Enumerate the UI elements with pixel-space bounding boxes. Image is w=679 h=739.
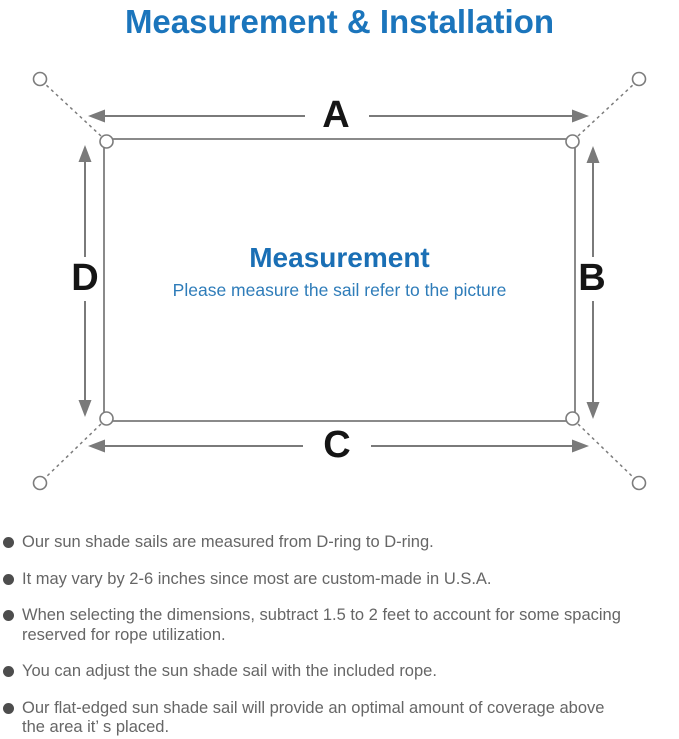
arrowhead-left-icon [88, 439, 105, 453]
bullet-icon [3, 537, 14, 548]
bullet-text: Our sun shade sails are measured from D-… [22, 533, 434, 551]
sail-outline [103, 138, 576, 422]
list-item: It may vary by 2-6 inches since most are… [3, 570, 676, 590]
dimension-label-a: A [322, 94, 350, 137]
d-ring-icon-bottom-left [99, 411, 114, 426]
arrowhead-right-icon [572, 439, 589, 453]
rope-line-top-right [577, 82, 636, 137]
list-item: You can adjust the sun shade sail with t… [3, 662, 676, 682]
arrowhead-right-icon [572, 109, 589, 123]
rope-line-top-left [43, 82, 102, 137]
dimension-arrow-d [78, 145, 92, 417]
anchor-point-icon-top-left [32, 71, 48, 87]
bullet-icon [3, 573, 14, 585]
arrowhead-left-icon [88, 109, 105, 123]
anchor-point-icon-top-right [631, 71, 647, 87]
d-rings [99, 134, 580, 426]
rope-dashed-lines [43, 82, 636, 480]
d-ring-icon-bottom-right [565, 411, 580, 426]
list-item: Our flat-edged sun shade sail will provi… [3, 699, 676, 738]
anchor-point-icon-bottom-right [631, 475, 647, 491]
bullet-icon [3, 666, 14, 677]
dimension-label-c: C [323, 424, 351, 467]
list-item: Our sun shade sails are measured from D-… [3, 533, 676, 553]
anchor-points [32, 71, 647, 491]
notes-list: Our sun shade sails are measured from D-… [3, 533, 676, 739]
diagram-center-text: Measurement Please measure the sail refe… [104, 242, 575, 301]
sail-diagram-graphics [32, 71, 647, 491]
anchor-point-icon-bottom-left [32, 475, 48, 491]
bullet-icon [3, 702, 14, 714]
arrowhead-up-icon [78, 145, 92, 162]
page-title: Measurement & Installation [124, 3, 555, 40]
bullet-text: It may vary by 2-6 inches since most are… [22, 569, 492, 588]
d-ring-icon-top-right [565, 134, 580, 149]
arrowhead-down-icon [78, 400, 92, 417]
d-ring-icon-top-left [99, 134, 114, 149]
sail-measurement-diagram: A B C D Measurement Please measure the s… [32, 71, 647, 491]
dimension-arrow-c [88, 439, 589, 453]
bullet-text: When selecting the dimensions, subtract … [22, 606, 621, 644]
diagram-subheading: Please measure the sail refer to the pic… [172, 280, 507, 300]
dimension-arrow-b [586, 146, 600, 419]
list-item: When selecting the dimensions, subtract … [3, 606, 676, 645]
bullet-text: You can adjust the sun shade sail with t… [22, 662, 437, 680]
arrowhead-up-icon [586, 146, 600, 163]
rope-line-bottom-right [577, 423, 636, 480]
dimension-label-b: B [578, 257, 606, 300]
diagram-heading: Measurement [249, 242, 430, 273]
rope-line-bottom-left [43, 423, 102, 480]
bullet-icon [3, 610, 14, 621]
arrowhead-down-icon [586, 402, 600, 419]
bullet-text: Our flat-edged sun shade sail will provi… [22, 698, 605, 737]
dimension-label-d: D [71, 257, 99, 300]
dimension-arrow-a [88, 109, 589, 123]
